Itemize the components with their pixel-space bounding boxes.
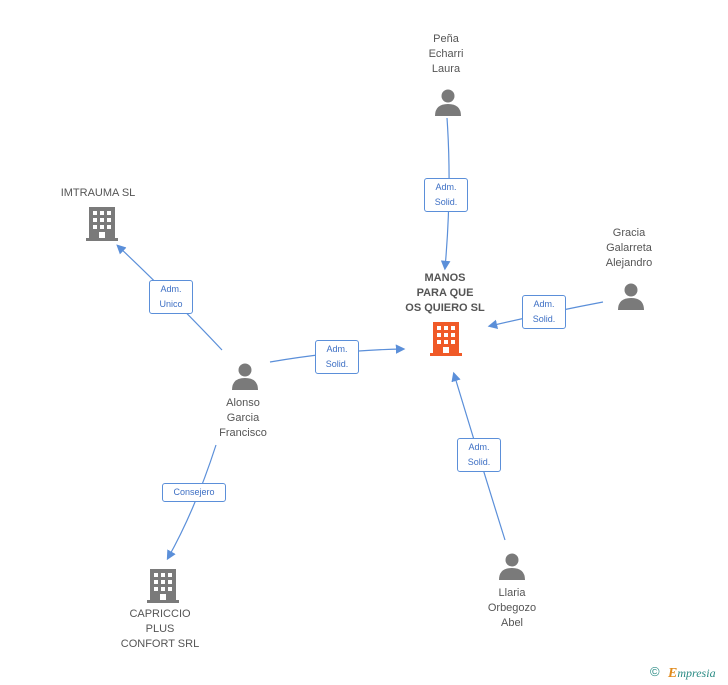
person-icon[interactable] bbox=[498, 552, 526, 580]
edge-label-alonso-capriccio[interactable]: Consejero bbox=[162, 483, 226, 502]
node-label-capriccio[interactable]: CAPRICCIO PLUS CONFORT SRL bbox=[120, 608, 200, 650]
node-label-gracia[interactable]: Gracia Galarreta Alejandro bbox=[605, 227, 653, 269]
edge-line-alonso-capriccio bbox=[166, 444, 217, 561]
person-icon[interactable] bbox=[434, 88, 462, 116]
node-label-llaria[interactable]: Llaria Orbegozo Abel bbox=[487, 587, 537, 629]
brand-initial: E bbox=[668, 666, 678, 681]
person-icon[interactable] bbox=[231, 362, 259, 390]
brand-rest: mpresia bbox=[677, 666, 716, 680]
building-icon[interactable] bbox=[86, 207, 118, 241]
building-icon[interactable] bbox=[147, 569, 179, 603]
edge-label-gracia-main[interactable]: Adm. Solid. bbox=[522, 295, 566, 329]
person-icon[interactable] bbox=[617, 282, 645, 310]
copyright-symbol: © bbox=[650, 664, 660, 679]
building-icon-main[interactable] bbox=[430, 322, 462, 356]
empresia-logo[interactable]: Empresia bbox=[668, 666, 716, 682]
edge-label-alonso-main[interactable]: Adm. Solid. bbox=[315, 340, 359, 374]
node-label-main[interactable]: MANOS PARA QUE OS QUIERO SL bbox=[405, 272, 485, 314]
node-label-imtrauma[interactable]: IMTRAUMA SL bbox=[60, 187, 136, 199]
edge-label-llaria-main[interactable]: Adm. Solid. bbox=[457, 438, 501, 472]
edge-label-alonso-imtrauma[interactable]: Adm. Unico bbox=[149, 280, 193, 314]
node-label-pena[interactable]: Peña Echarri Laura bbox=[428, 33, 464, 75]
node-label-alonso[interactable]: Alonso Garcia Francisco bbox=[219, 397, 267, 439]
edge-label-pena-main[interactable]: Adm. Solid. bbox=[424, 178, 468, 212]
